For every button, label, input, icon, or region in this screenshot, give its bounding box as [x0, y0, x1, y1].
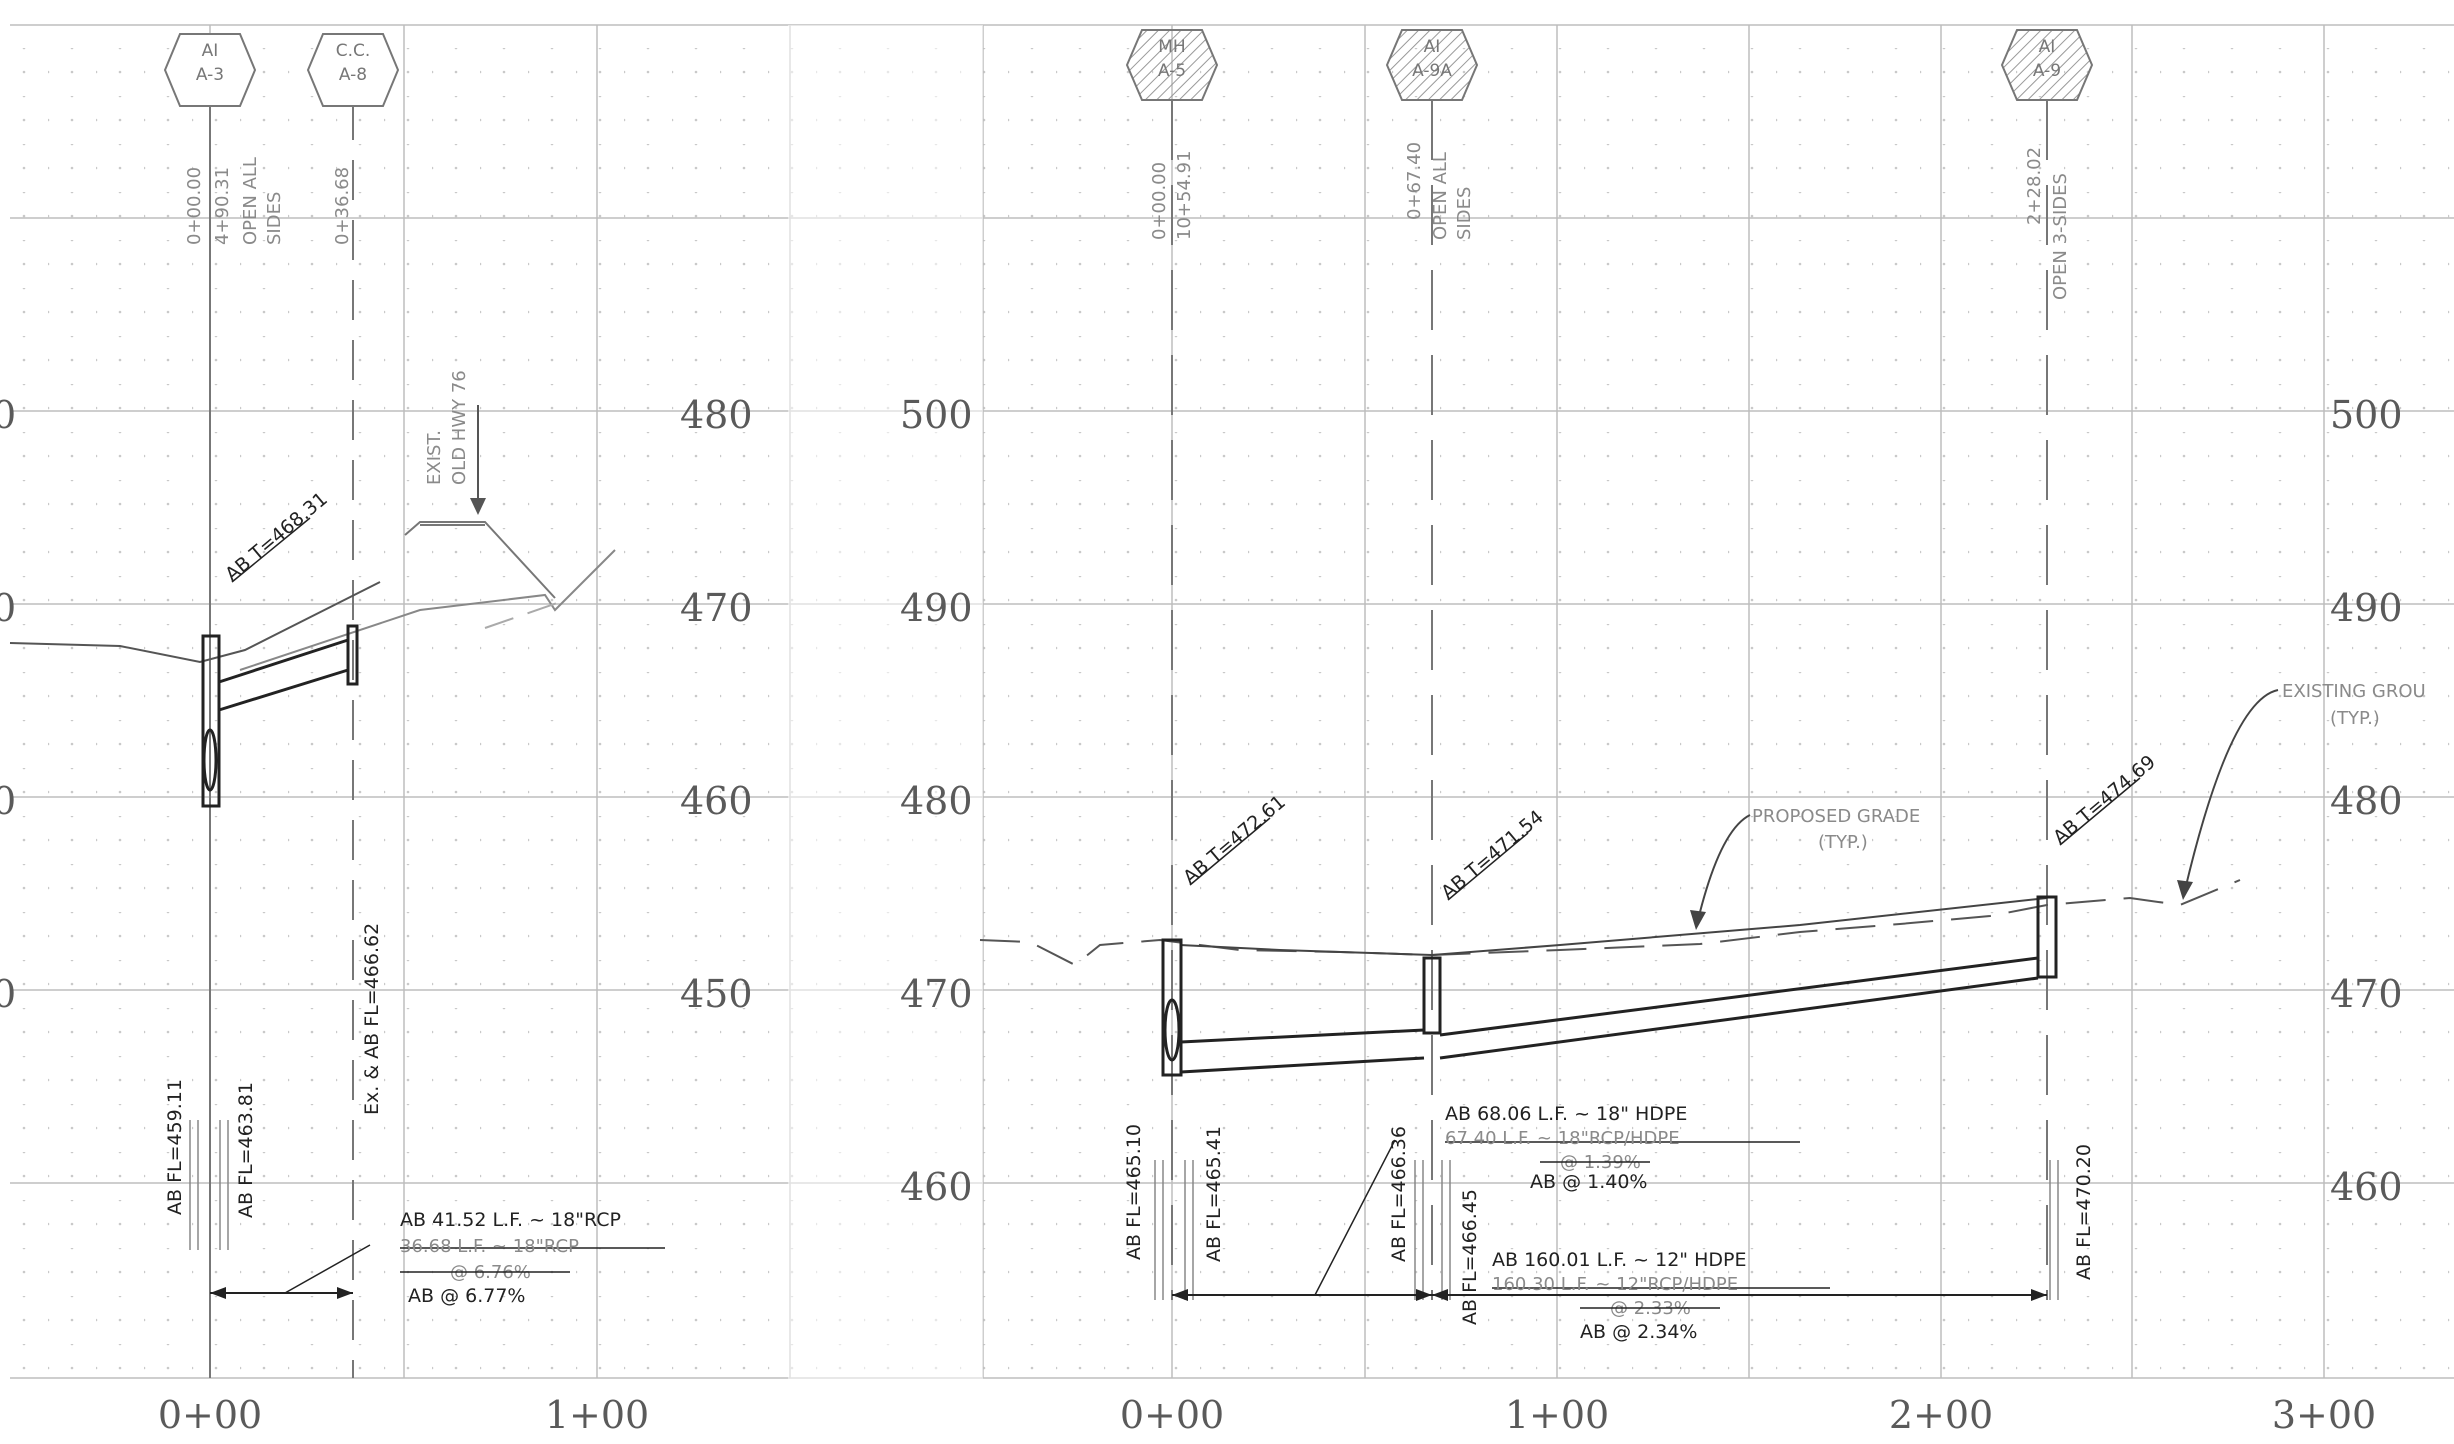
structure-tag-a8: C.C. A-8: [306, 33, 400, 107]
station-label-r3: 3+00: [2272, 1393, 2376, 1437]
station-text-a5-2: 10+54.91: [1174, 150, 1195, 240]
elev-label-470: 470: [680, 586, 753, 630]
edge-label-2: 0: [0, 586, 16, 630]
elev-r-left-470: 470: [900, 972, 973, 1016]
fl-label-a3-1: AB FL=459.11: [164, 1079, 186, 1215]
fl-label-a9a-2: AB FL=466.45: [1459, 1189, 1481, 1325]
pipe-dimension-left: [210, 1244, 371, 1299]
structure-tag-a3: AI A-3: [163, 33, 257, 107]
station-text-a5: 0+00.00: [1149, 162, 1170, 240]
existing-ground-right: [979, 879, 2241, 967]
structure-a3: [201, 634, 221, 808]
svg-text:A-8: A-8: [339, 65, 367, 85]
pipe-label-right-2: AB 160.01 L.F. ~ 12" HDPE: [1492, 1249, 1746, 1271]
structure-a9: [2036, 895, 2058, 979]
svg-text:A-3: A-3: [196, 65, 224, 85]
pipe-label-right-1: AB 68.06 L.F. ~ 18" HDPE: [1445, 1103, 1687, 1125]
elev-label-480: 480: [680, 393, 753, 437]
proposed-grade-note: PROPOSED GRADE: [1752, 806, 1920, 827]
pipe-old-length-right-1: 67.40 L.F. ~ 18"RCP/HDPE: [1445, 1128, 1680, 1149]
note-a9: OPEN 3-SIDES: [2050, 173, 2071, 300]
fl-label-a8: Ex. & AB FL=466.62: [361, 923, 383, 1115]
existing-note-2: OLD HWY 76: [449, 370, 470, 485]
elev-r-right-470: 470: [2330, 972, 2403, 1016]
note-a9a-2: SIDES: [1454, 187, 1475, 240]
svg-text:A-5: A-5: [1158, 61, 1186, 81]
pipe-slope-left: AB @ 6.77%: [408, 1285, 525, 1307]
structure-a9a: [1422, 956, 1442, 1035]
svg-text:A-9A: A-9A: [1412, 61, 1452, 81]
station-label-r2: 2+00: [1889, 1393, 1993, 1437]
existing-note: EXIST.: [424, 430, 445, 485]
proposed-grade-note-2: (TYP.): [1818, 832, 1868, 853]
elev-r-left-460: 460: [900, 1165, 973, 1209]
fl-label-a9a-1: AB FL=466.36: [1388, 1126, 1410, 1262]
edge-label-1: 0: [0, 393, 16, 437]
svg-text:C.C.: C.C.: [336, 41, 371, 61]
svg-text:AI: AI: [202, 41, 219, 61]
svg-text:MH: MH: [1158, 37, 1185, 57]
pipe-dimension-right: [1172, 1139, 2047, 1301]
station-text-a3-2: 4+90.31: [212, 167, 233, 245]
svg-text:AI: AI: [1424, 37, 1441, 57]
station-label-0: 0+00: [158, 1393, 262, 1437]
elev-r-right-480: 480: [2330, 779, 2403, 823]
note-a3: OPEN ALL: [240, 157, 261, 245]
structure-tag-a9: AI A-9: [2000, 29, 2094, 101]
elev-label-450: 450: [680, 972, 753, 1016]
elev-r-left-500: 500: [900, 393, 973, 437]
structure-tag-a9a: AI A-9A: [1385, 29, 1479, 101]
fl-label-a3-2: AB FL=463.81: [235, 1082, 257, 1218]
station-text-a8: 0+36.68: [332, 167, 353, 245]
elev-r-right-460: 460: [2330, 1165, 2403, 1209]
note-a9a: OPEN ALL: [1430, 152, 1451, 240]
elev-r-right-500: 500: [2330, 393, 2403, 437]
proposed-grade-right: [1179, 897, 2048, 957]
svg-text:AI: AI: [2039, 37, 2056, 57]
fl-label-a5-1: AB FL=465.10: [1123, 1124, 1145, 1260]
pipe-label-left: AB 41.52 L.F. ~ 18"RCP: [400, 1209, 621, 1231]
pipe-left: [218, 638, 349, 712]
station-text-a9: 2+28.02: [2024, 147, 2045, 225]
fl-label-a5-2: AB FL=465.41: [1203, 1126, 1225, 1262]
elev-r-left-480: 480: [900, 779, 973, 823]
existing-ground-left: [9, 581, 381, 664]
station-text-a9a: 0+67.40: [1404, 142, 1425, 220]
structure-tag-a5: MH A-5: [1125, 29, 1219, 101]
pipe-old-length-right-2: 160.30 L.F. ~ 12"RCP/HDPE: [1492, 1274, 1738, 1295]
station-label-r1: 1+00: [1505, 1393, 1609, 1437]
pipe-old-length-left: 36.68 L.F. ~ 18"RCP: [400, 1236, 579, 1257]
grade-left: [239, 549, 616, 671]
elev-r-left-490: 490: [900, 586, 973, 630]
station-label-r0: 0+00: [1120, 1393, 1224, 1437]
elev-r-right-490: 490: [2330, 586, 2403, 630]
svg-text:A-9: A-9: [2033, 61, 2061, 81]
structure-a5: [1161, 938, 1183, 1077]
existing-ground-note: EXISTING GROU: [2282, 681, 2426, 702]
existing-ground-note-2: (TYP.): [2330, 708, 2380, 729]
station-text-a3: 0+00.00: [184, 167, 205, 245]
station-label-1: 1+00: [545, 1393, 649, 1437]
note-a3-2: SIDES: [264, 192, 285, 245]
structure-a8: [346, 624, 359, 686]
edge-label-4: 0: [0, 972, 16, 1016]
pipe-slope-right-1: AB @ 1.40%: [1530, 1171, 1647, 1193]
grid-horizontal: [10, 24, 2454, 1379]
fl-label-a9: AB FL=470.20: [2073, 1144, 2095, 1280]
edge-label-3: 0: [0, 779, 16, 823]
pipe-right-2: [1439, 956, 2039, 1060]
elev-label-460: 460: [680, 779, 753, 823]
pipe-right-1: [1180, 1028, 1425, 1074]
pipe-slope-right-2: AB @ 2.34%: [1580, 1321, 1697, 1343]
